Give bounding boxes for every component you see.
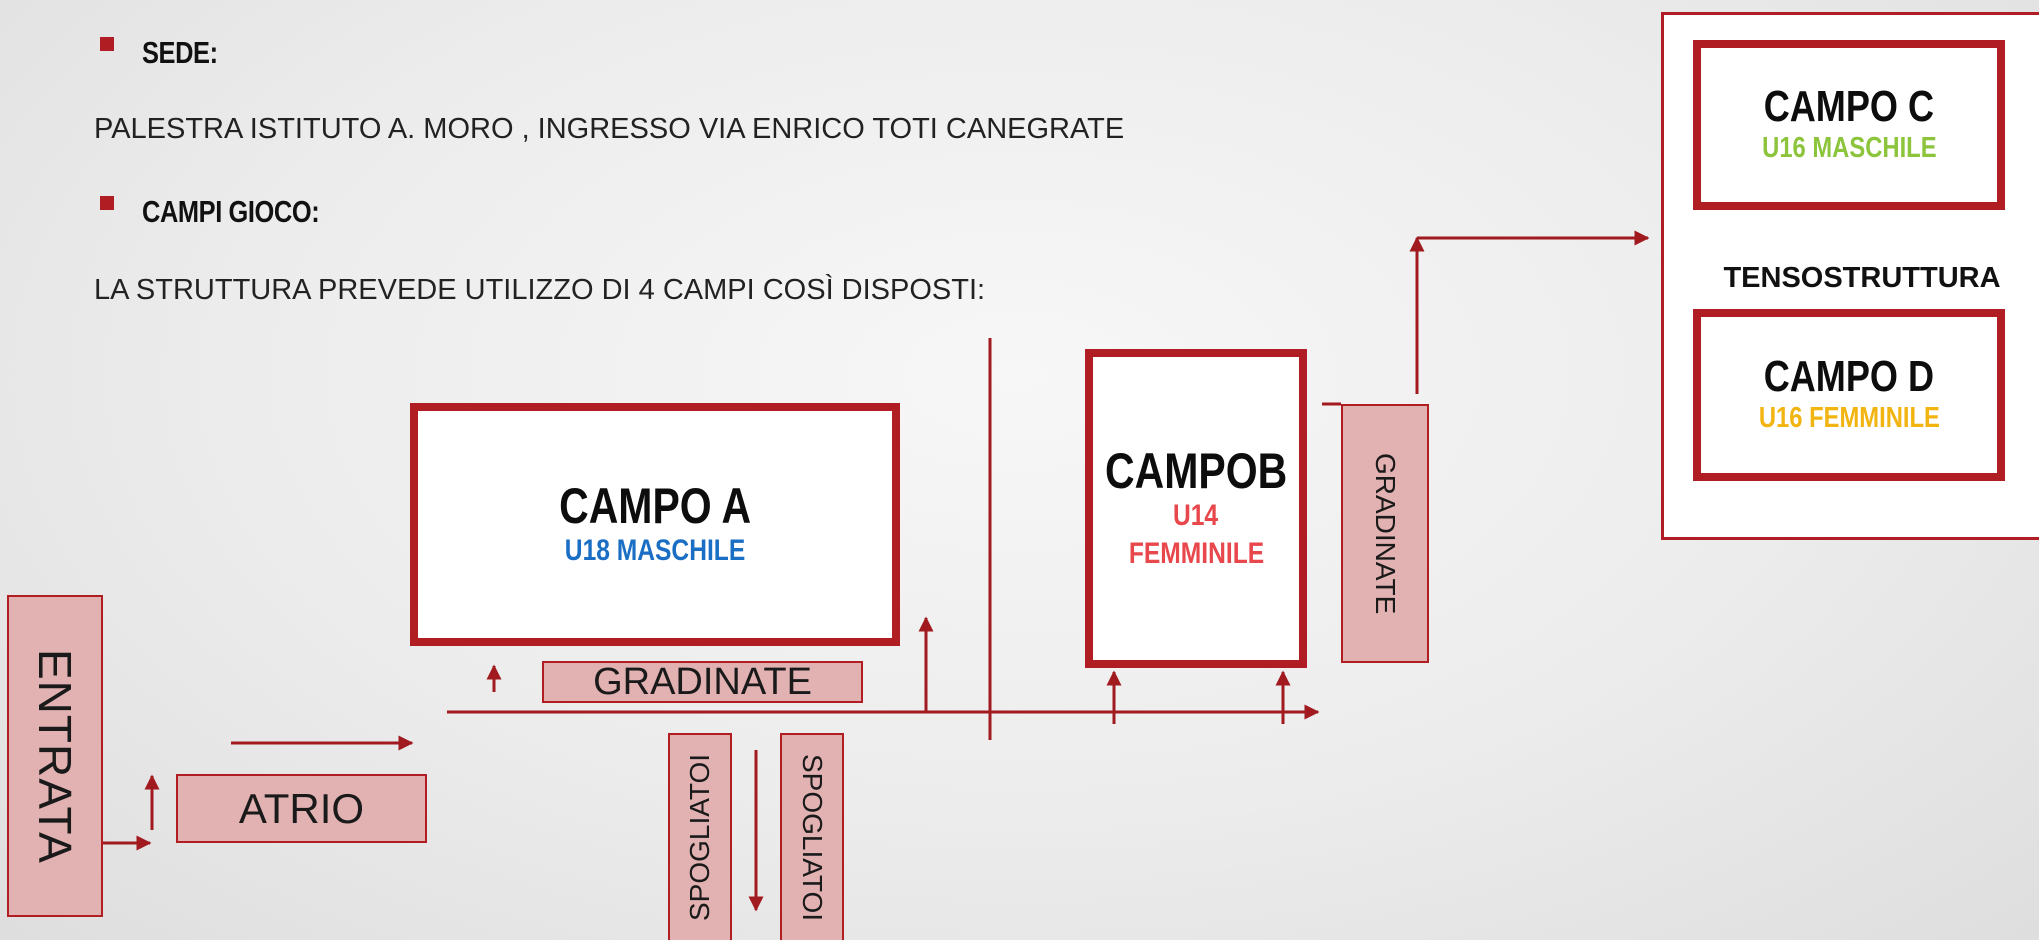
campi-heading: CAMPI GIOCO: (142, 194, 320, 229)
gradinate-a-label: GRADINATE (593, 660, 812, 703)
campo-d-sub: U16 FEMMINILE (1758, 401, 1940, 434)
campo-b-sub2: FEMMINILE (1128, 536, 1264, 570)
campo-d-title: CAMPO D (1763, 351, 1935, 401)
campo-a: CAMPO A U18 MASCHILE (410, 403, 900, 646)
spogliatoi-2-label: SPOGLIATOI (797, 753, 828, 921)
gradinate-a-box: GRADINATE (542, 661, 863, 703)
campi-text: LA STRUTTURA PREVEDE UTILIZZO DI 4 CAMPI… (94, 274, 986, 306)
tensostruttura-label: TENSOSTRUTTURA (1723, 262, 2001, 294)
campo-a-sub: U18 MASCHILE (564, 534, 746, 567)
sede-heading: SEDE: (142, 35, 218, 70)
campo-b-title: CAMPOB (1104, 442, 1288, 499)
entrata-label: ENTRATA (29, 648, 81, 864)
atrio-box: ATRIO (176, 774, 427, 843)
bullet-icon (100, 37, 114, 51)
sede-text: PALESTRA ISTITUTO A. MORO , INGRESSO VIA… (94, 113, 1125, 145)
campo-c-sub: U16 MASCHILE (1761, 131, 1937, 164)
campo-d: CAMPO D U16 FEMMINILE (1693, 309, 2005, 481)
spogliatoi-2-box: SPOGLIATOI (780, 733, 844, 940)
gradinate-b-box: GRADINATE (1341, 404, 1429, 663)
campo-a-title: CAMPO A (558, 477, 752, 534)
atrio-label: ATRIO (238, 784, 365, 832)
campo-c: CAMPO C U16 MASCHILE (1693, 40, 2005, 210)
campo-b: CAMPOB U14 FEMMINILE (1085, 349, 1307, 668)
campo-b-sub1: U14 (1173, 499, 1219, 533)
gradinate-b-label: GRADINATE (1370, 452, 1401, 615)
spogliatoi-1-box: SPOGLIATOI (668, 733, 732, 940)
entrata-box: ENTRATA (7, 595, 103, 917)
campo-c-title: CAMPO C (1763, 81, 1935, 131)
bullet-icon (100, 196, 114, 210)
